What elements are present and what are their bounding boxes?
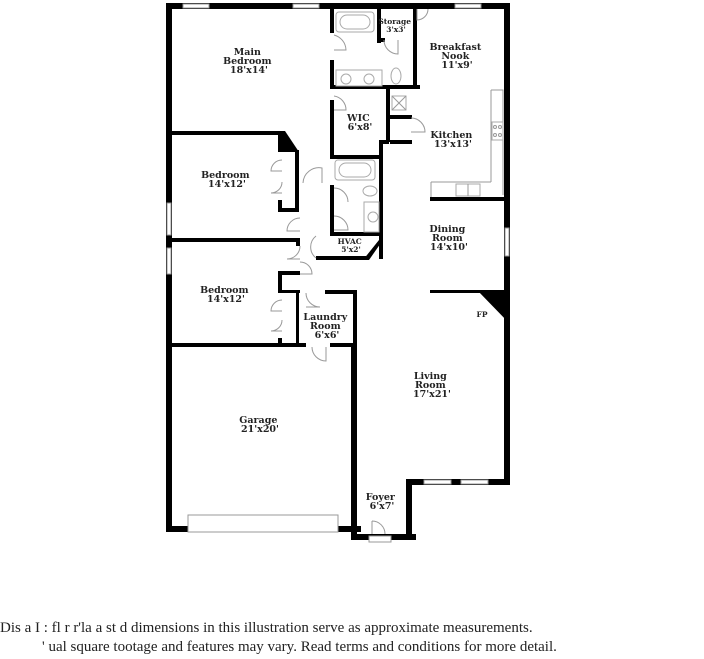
room-bedroom-1: Bedroom 14'x12' <box>201 170 253 190</box>
floor-plan: Main Bedroom 18'x14' Storage 3'x3' Break… <box>166 3 510 543</box>
room-laundry: Laundry Room 6'x6' <box>303 312 350 341</box>
fireplace-label: FP <box>477 310 488 319</box>
room-wic: WIC 6'x8' <box>346 113 373 133</box>
room-foyer: Foyer 6'x7' <box>366 492 398 512</box>
interior-walls <box>166 3 510 347</box>
fireplace <box>477 290 510 324</box>
windows <box>166 3 510 543</box>
room-dining-room: Dining Room 14'x10' <box>429 224 468 253</box>
doors <box>270 8 429 535</box>
room-bedroom-2: Bedroom 14'x12' <box>200 285 252 305</box>
room-labels: Main Bedroom 18'x14' Storage 3'x3' Break… <box>200 17 488 512</box>
disclaimer-line-1: Dis a I : fl r r'la a st d dimensions in… <box>0 620 533 636</box>
disclaimer-line-2: ' ual square tootage and features may va… <box>42 639 557 655</box>
room-hvac: HVAC 5'x2' <box>338 237 365 254</box>
room-garage: Garage 21'x20' <box>239 415 280 435</box>
room-storage: Storage 3'x3' <box>378 17 413 34</box>
room-breakfast-nook: Breakfast Nook 11'x9' <box>429 42 484 71</box>
room-main-bedroom: Main Bedroom 18'x14' <box>223 47 275 76</box>
room-living-room: Living Room 17'x21' <box>413 371 451 400</box>
room-kitchen: Kitchen 13'x13' <box>430 130 475 150</box>
fixtures <box>334 11 504 233</box>
